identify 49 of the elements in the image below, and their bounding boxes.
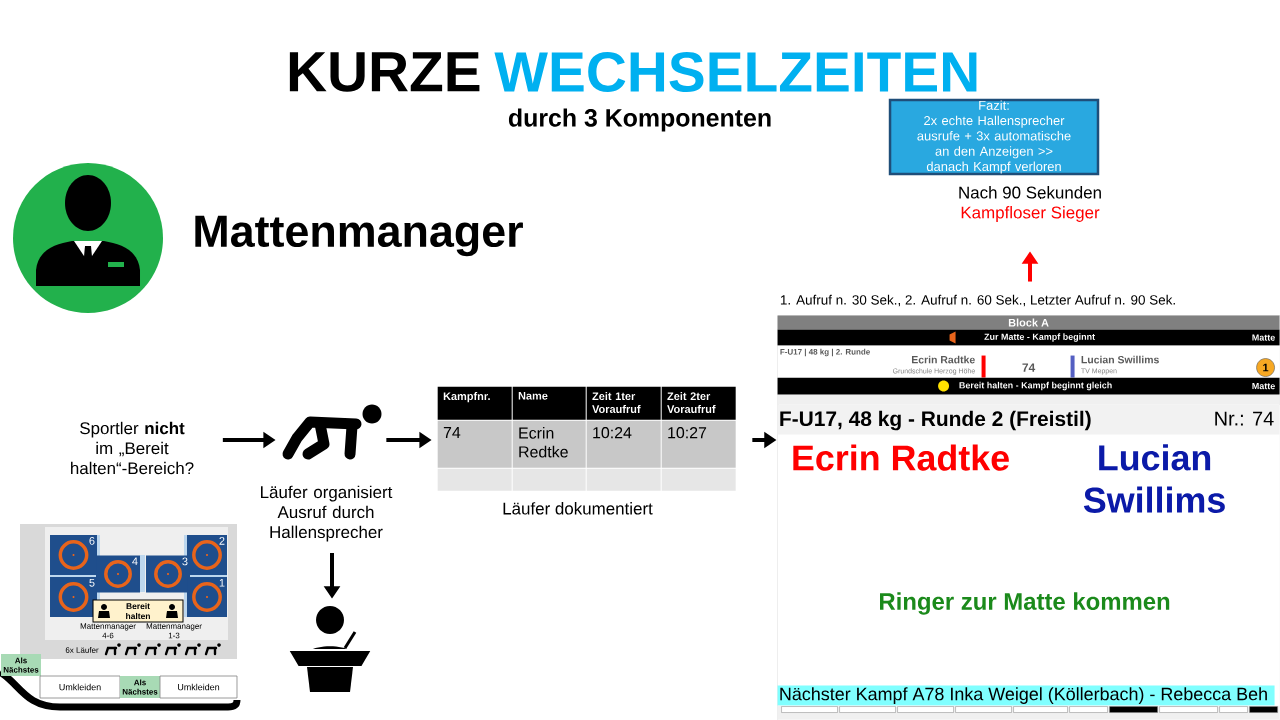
question-text: Sportler nicht im „Bereit halten“-Bereich? [71, 421, 194, 475]
athlete-name: Ecrin Radtke [793, 444, 1009, 471]
ticker-bar: Nächster Kampf A78 Inka Weigel (Köllerbach) - Rebecca Beh [777, 685, 1275, 706]
subtitle-text: durch 3 Komponenten [508, 108, 771, 132]
table-cell: Name [512, 386, 586, 420]
bout-number: 74 [1022, 363, 1036, 372]
table-cell: Zeit 1ter Voraufruf [586, 386, 661, 420]
wrestling-mat: 5 [50, 577, 97, 617]
heading-text: Mattenmanager [195, 215, 523, 257]
wrestling-mat: 4 [96, 555, 140, 593]
athlete-name: Lucian Swillims [1083, 444, 1225, 513]
table-cell: 74 [437, 420, 512, 468]
bout-header: F-U17, 48 kg - Runde 2 (Freistil) Nr.: 74 [777, 404, 1280, 435]
node-label: 1 [219, 579, 225, 587]
table-cell: Zeit 2ter Voraufruf [661, 386, 736, 420]
mat-badge: 1 [1256, 358, 1275, 377]
node-label: 4 [132, 557, 138, 566]
table-cell: Kampfnr. [437, 386, 512, 420]
result-text: Nach 90 Sekunden Kampfloser Sieger [959, 186, 1101, 222]
node-label: 6 [89, 537, 95, 545]
caption-text: Läufer dokumentiert [503, 502, 653, 515]
waiting-area-box: Bereit halten [92, 599, 184, 623]
athlete-name: Ecrin Radtke [912, 355, 975, 364]
title-text: WECHSELZEITEN [494, 51, 977, 93]
note-text: 1. Aufruf n. 30 Sek., 2. Aufruf n. 60 Sek., Letzter Aufruf n. 90 Sek. [780, 294, 1175, 307]
node-label: 3 [182, 557, 188, 566]
wrestling-mat: 3 [146, 555, 190, 593]
changing-room-box: Umkleiden [159, 675, 238, 699]
table-cell: Ecrin Redtke [512, 420, 586, 468]
node-label: 2 [219, 537, 225, 545]
summary-box: Fazit: 2x echte Hallensprecher ausrufe + 3x automatische an den Anzeigen >> danach Kampf verloren [888, 98, 1100, 176]
node-label: Zur Matte - Kampf beginnt [984, 333, 1095, 342]
node-label: F-U17, 48 kg - Runde 2 (Freistil) [780, 410, 1091, 431]
table-cell: 10:24 [586, 420, 661, 468]
node-label: Matte [1252, 382, 1275, 390]
wrestling-mat: 2 [187, 535, 227, 575]
title-text: KURZE [289, 52, 480, 92]
changing-room-box: Umkleiden [39, 675, 121, 699]
node-label: Matte [1252, 334, 1275, 341]
athlete-name: Lucian Swillims [1081, 355, 1159, 364]
wrestling-mat: 6 [50, 535, 97, 575]
node-label: Nr.: 74 [1215, 411, 1274, 426]
caption-text: Läufer organisiert Ausruf durch Hallensprecher [261, 485, 393, 542]
node-label: Bereit halten - Kampf beginnt gleich [959, 381, 1112, 391]
wrestling-mat: 1 [187, 577, 227, 617]
table-cell: 10:27 [661, 420, 736, 468]
status-bar: Zur Matte - Kampf beginnt Matte [777, 329, 1280, 346]
node-label: 5 [89, 579, 95, 587]
status-message: Ringer zur Matte kommen [880, 592, 1170, 615]
